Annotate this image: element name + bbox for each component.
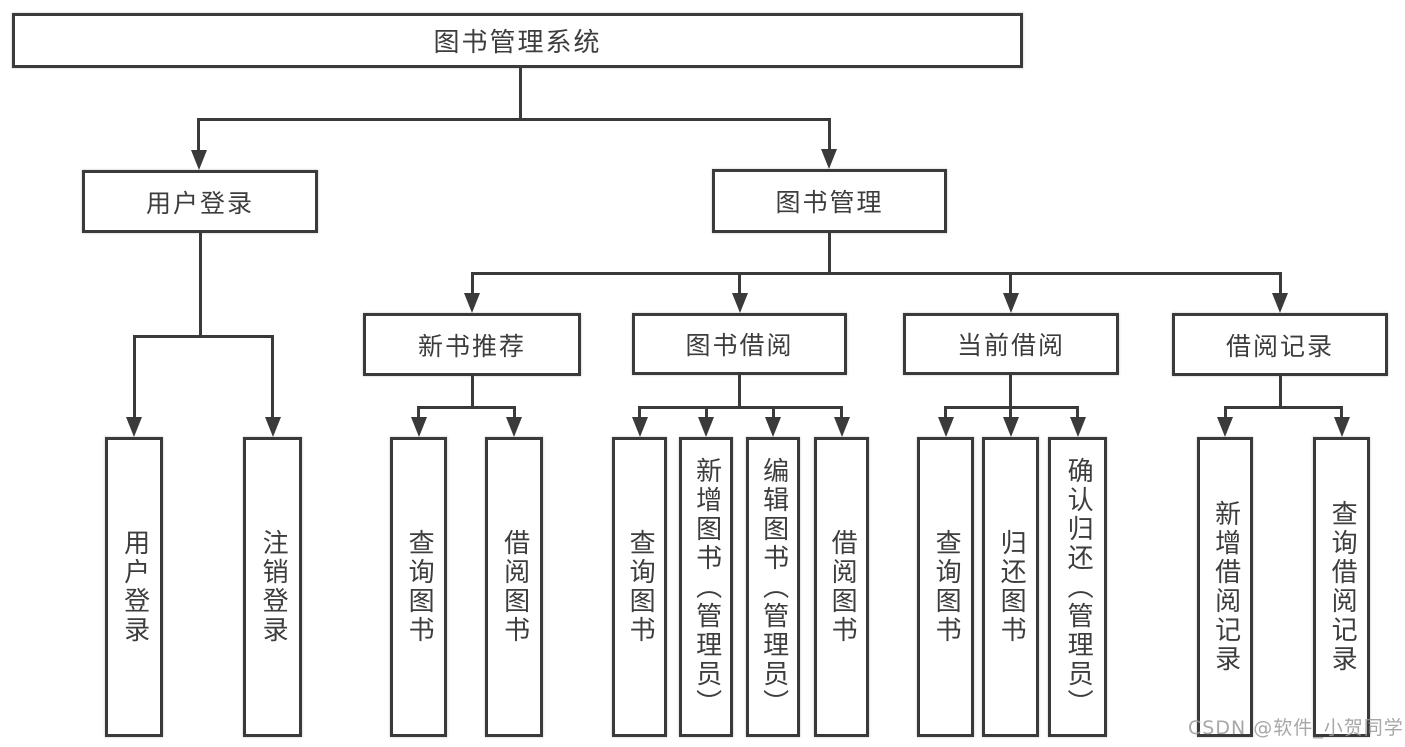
arrowhead-br-add bbox=[1217, 417, 1233, 437]
leaf-newbook-borrow-label: 借阅图书 bbox=[499, 529, 530, 645]
connector-records-splitter bbox=[1223, 406, 1342, 409]
leaf-logout-label: 注销登录 bbox=[258, 529, 289, 645]
leaf-borrow-lend: 借阅图书 bbox=[814, 437, 869, 737]
connector-mgmt-stub-3 bbox=[1009, 272, 1012, 296]
node-newbook-rec-label: 新书推荐 bbox=[417, 331, 526, 361]
node-book-mgmt: 图书管理 bbox=[712, 169, 947, 233]
arrowhead-records bbox=[1272, 293, 1288, 313]
leaf-records-query-label: 查询借阅记录 bbox=[1327, 500, 1358, 674]
arrowhead-cb-query bbox=[937, 417, 954, 437]
arrowhead-leaf-user-login bbox=[126, 417, 142, 437]
leaf-borrow-add-label: 新增图书（管理员） bbox=[691, 456, 722, 718]
node-current-borrow-label: 当前借阅 bbox=[956, 331, 1065, 360]
connector-borrow-splitter bbox=[638, 406, 842, 409]
connector-records-stub-1 bbox=[1223, 406, 1227, 420]
arrowhead-nb-query bbox=[410, 417, 427, 437]
leaf-borrow-edit: 编辑图书（管理员） bbox=[746, 437, 800, 737]
connector-login-trunk bbox=[198, 233, 202, 338]
connector-root-splitter bbox=[197, 118, 831, 121]
node-borrow-records: 借阅记录 bbox=[1172, 313, 1388, 376]
leaf-borrow-lend-label: 借阅图书 bbox=[827, 529, 858, 645]
leaf-current-confirm: 确认归还（管理员） bbox=[1048, 437, 1107, 737]
arrowhead-book-mgmt bbox=[821, 149, 837, 169]
connector-borrow-stub-4 bbox=[840, 406, 843, 420]
leaf-records-query: 查询借阅记录 bbox=[1313, 437, 1370, 737]
arrowhead-bb-edit bbox=[765, 417, 781, 437]
leaf-records-add-label: 新增借阅记录 bbox=[1210, 500, 1241, 674]
leaf-borrow-edit-label: 编辑图书（管理员） bbox=[758, 456, 789, 718]
connector-records-trunk bbox=[1278, 376, 1282, 409]
connector-root-trunk bbox=[518, 68, 522, 121]
leaf-current-return-label: 归还图书 bbox=[996, 529, 1027, 645]
node-book-borrow: 图书借阅 bbox=[632, 313, 847, 375]
leaf-borrow-add: 新增图书（管理员） bbox=[679, 437, 733, 737]
connector-login-stub-2 bbox=[271, 335, 274, 420]
connector-mgmt-stub-2 bbox=[738, 272, 741, 296]
leaf-current-query-label: 查询图书 bbox=[931, 529, 962, 645]
arrowhead-user-login bbox=[190, 150, 207, 170]
connector-mgmt-stub-1 bbox=[470, 272, 474, 296]
csdn-watermark: CSDN @软件_小贺同学 bbox=[1188, 717, 1404, 739]
connector-newbook-stub-1 bbox=[417, 406, 420, 420]
arrowhead-cb-confirm bbox=[1069, 417, 1086, 437]
connector-root-stub-right bbox=[827, 118, 831, 151]
arrowhead-borrow bbox=[731, 293, 748, 313]
node-book-borrow-label: 图书借阅 bbox=[685, 331, 794, 360]
connector-mgmt-stub-4 bbox=[1278, 272, 1282, 296]
arrowhead-nb-borrow bbox=[506, 417, 522, 437]
connector-records-stub-2 bbox=[1340, 406, 1343, 420]
leaf-borrow-query: 查询图书 bbox=[612, 437, 667, 737]
connector-current-stub-2 bbox=[1009, 406, 1012, 420]
leaf-current-return: 归还图书 bbox=[982, 437, 1039, 737]
node-user-login: 用户登录 bbox=[82, 170, 318, 233]
connector-borrow-stub-2 bbox=[704, 406, 708, 420]
connector-newbook-splitter bbox=[417, 406, 516, 409]
node-library-system: 图书管理系统 bbox=[12, 13, 1023, 68]
arrowhead-bb-lend bbox=[833, 417, 850, 437]
leaf-user-login: 用户登录 bbox=[105, 437, 163, 737]
leaf-newbook-query-label: 查询图书 bbox=[404, 529, 435, 645]
leaf-borrow-query-label: 查询图书 bbox=[625, 529, 656, 645]
node-user-login-label: 用户登录 bbox=[145, 188, 254, 218]
arrowhead-br-query bbox=[1333, 417, 1350, 437]
leaf-current-confirm-label: 确认归还（管理员） bbox=[1063, 456, 1094, 718]
connector-login-stub-1 bbox=[132, 335, 136, 420]
connector-borrow-trunk bbox=[738, 375, 741, 409]
arrowhead-cb-return bbox=[1002, 417, 1019, 437]
node-current-borrow: 当前借阅 bbox=[903, 313, 1119, 375]
leaf-current-query: 查询图书 bbox=[917, 437, 974, 737]
connector-root-stub-left bbox=[197, 118, 200, 152]
connector-current-stub-3 bbox=[1076, 406, 1079, 420]
arrowhead-bb-query bbox=[631, 417, 648, 437]
arrowhead-leaf-logout bbox=[264, 417, 281, 437]
leaf-logout: 注销登录 bbox=[243, 437, 302, 737]
connector-borrow-stub-1 bbox=[638, 406, 641, 420]
connector-mgmt-trunk bbox=[827, 233, 831, 275]
leaf-newbook-query: 查询图书 bbox=[390, 437, 447, 737]
arrowhead-newbook bbox=[464, 293, 480, 313]
connector-current-stub-1 bbox=[944, 406, 947, 420]
node-newbook-rec: 新书推荐 bbox=[363, 313, 581, 376]
node-library-system-label: 图书管理系统 bbox=[433, 28, 602, 58]
arrowhead-bb-add bbox=[698, 417, 714, 437]
connector-current-trunk bbox=[1009, 375, 1012, 409]
connector-newbook-trunk bbox=[470, 376, 474, 409]
leaf-records-add: 新增借阅记录 bbox=[1197, 437, 1253, 737]
connector-mgmt-splitter bbox=[470, 272, 1282, 275]
connector-borrow-stub-3 bbox=[771, 406, 775, 420]
leaf-newbook-borrow: 借阅图书 bbox=[485, 437, 543, 737]
node-borrow-records-label: 借阅记录 bbox=[1225, 331, 1334, 361]
node-book-mgmt-label: 图书管理 bbox=[775, 188, 884, 217]
connector-newbook-stub-2 bbox=[512, 406, 516, 420]
connector-login-splitter bbox=[132, 335, 274, 338]
leaf-user-login-label: 用户登录 bbox=[119, 529, 150, 645]
arrowhead-current bbox=[1002, 293, 1019, 313]
